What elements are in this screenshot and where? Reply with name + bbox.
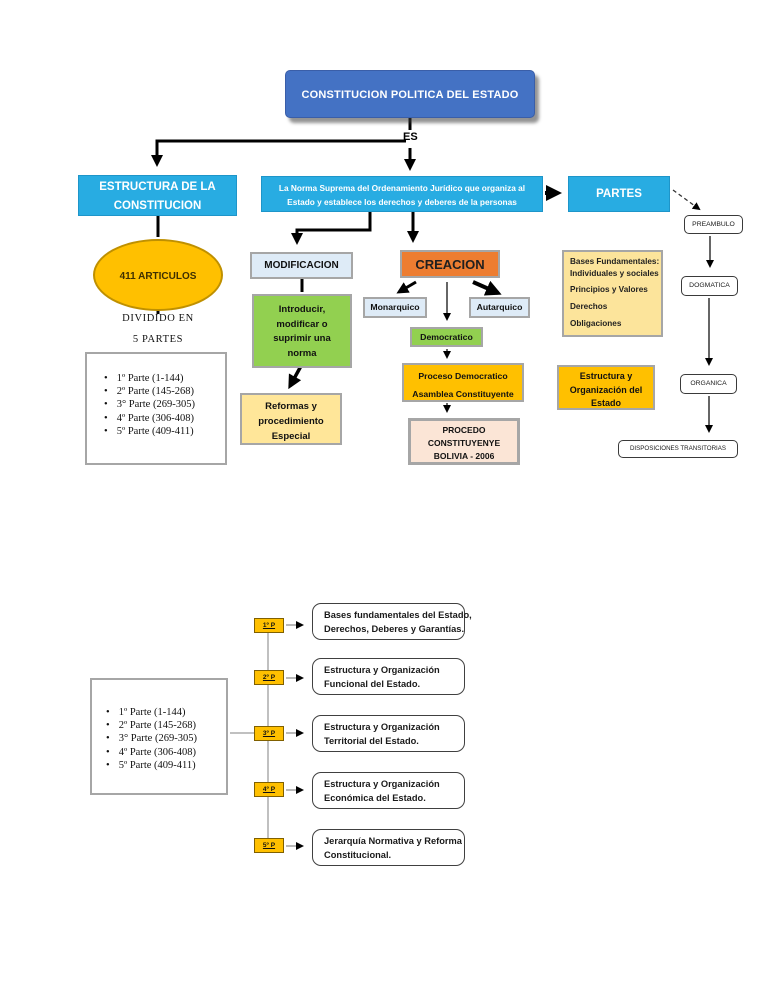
callout-line: Estructura y Organización	[324, 665, 440, 675]
tag-5p: 5º P	[254, 838, 284, 853]
callout-line: Estructura y Organización	[324, 779, 440, 789]
modificacion-box: MODIFICACION	[250, 252, 353, 279]
estructura-org-line2: Organización del	[569, 384, 643, 395]
autarquico-box: Autarquico	[469, 297, 530, 318]
list-item: 5º Parte (409-411)	[104, 425, 225, 438]
norma-line2: Estado y establece los derechos y debere…	[287, 197, 517, 207]
title-box: CONSTITUCION POLITICA DEL ESTADO	[285, 70, 535, 118]
estructura-box: ESTRUCTURA DE LA CONSTITUCION	[78, 175, 237, 216]
norma-suprema-box: La Norma Suprema del Ordenamiento Jurídi…	[261, 176, 543, 212]
disposiciones-transitorias-node: DISPOSICIONES TRANSITORIAS	[618, 440, 738, 458]
callout-line: Jerarquía Normativa y Reforma	[324, 836, 462, 846]
callout-4p: Estructura y Organización Económica del …	[312, 772, 465, 809]
partes-box: PARTES	[568, 176, 670, 212]
callout-line: Estructura y Organización	[324, 722, 440, 732]
estructura-org-line1: Estructura y	[579, 371, 633, 381]
norma-line1: La Norma Suprema del Ordenamiento Jurídi…	[278, 183, 526, 193]
callout-line: Constitucional.	[324, 849, 392, 860]
cinco-partes-label: 5 PARTES	[132, 334, 184, 345]
creacion-box: CREACION	[400, 250, 500, 278]
es-label: ES	[403, 131, 418, 143]
list-item: 2º Parte (145-268)	[104, 385, 225, 398]
bases-line5: Obligaciones	[570, 319, 622, 328]
dogmatica-node: DOGMATICA	[681, 276, 738, 296]
list-item: 2º Parte (145-268)	[106, 719, 226, 732]
tag-1p: 1º P	[254, 618, 284, 633]
bases-line2: Individuales y sociales	[570, 269, 659, 278]
dividido-label: DIVIDIDO EN	[122, 313, 194, 324]
proceso-line2: Asamblea Constituyente	[412, 389, 514, 399]
callout-1p: Bases fundamentales del Estado, Derechos…	[312, 603, 472, 640]
articulos-ellipse: 411 ARTICULOS	[93, 239, 223, 311]
tag-2p: 2º P	[254, 670, 284, 685]
estructura-org-line3: Estado	[590, 398, 621, 408]
list-item: 3° Parte (269-305)	[104, 398, 225, 411]
proceso-line1: Proceso Democratico	[418, 371, 508, 381]
procedo-constituyente-box: PROCEDO CONSTITUYENYE BOLIVIA - 2006	[408, 418, 520, 465]
parts-list-box-bottom: 1º Parte (1-144) 2º Parte (145-268) 3° P…	[90, 678, 228, 795]
parts-list-box-top: 1º Parte (1-144) 2º Parte (145-268) 3° P…	[85, 352, 227, 465]
reformas-box: Reformas y procedimiento Especial	[240, 393, 342, 445]
list-item: 5º Parte (409-411)	[106, 759, 226, 772]
list-item: 4º Parte (306-408)	[104, 412, 225, 425]
preambulo-node: PREAMBULO	[684, 215, 743, 234]
tag-4p: 4º P	[254, 782, 284, 797]
proceso-democratico-box: Proceso Democratico Asamblea Constituyen…	[402, 363, 524, 402]
list-item: 1º Parte (1-144)	[104, 372, 225, 385]
callout-3p: Estructura y Organización Territorial de…	[312, 715, 465, 752]
bases-fundamentales-box: Bases Fundamentales: Individuales y soci…	[562, 250, 663, 337]
monarquico-box: Monarquico	[363, 297, 427, 318]
estructura-line2: CONSTITUCION	[113, 200, 202, 212]
list-item: 3° Parte (269-305)	[106, 732, 226, 745]
procedo-line3: BOLIVIA - 2006	[433, 451, 495, 461]
democratico-box: Democratico	[410, 327, 483, 347]
bases-line1: Bases Fundamentales:	[570, 257, 660, 266]
estructura-organizacion-box: Estructura y Organización del Estado	[557, 365, 655, 410]
callout-line: Económica del Estado.	[324, 792, 426, 803]
callout-line: Funcional del Estado.	[324, 678, 421, 689]
procedo-line1: PROCEDO	[442, 425, 486, 435]
callout-5p: Jerarquía Normativa y Reforma Constituci…	[312, 829, 465, 866]
callout-line: Territorial del Estado.	[324, 735, 419, 746]
callout-2p: Estructura y Organización Funcional del …	[312, 658, 465, 695]
bases-line3: Principios y Valores	[570, 285, 648, 294]
list-item: 1º Parte (1-144)	[106, 706, 226, 719]
introducir-box: Introducir, modificar o suprimir una nor…	[252, 294, 352, 368]
procedo-line2: CONSTITUYENYE	[427, 438, 501, 448]
callout-line: Bases fundamentales del Estado,	[324, 610, 472, 620]
bases-line4: Derechos	[570, 302, 608, 311]
organica-node: ORGANICA	[680, 374, 737, 394]
tag-3p: 3º P	[254, 726, 284, 741]
estructura-line1: ESTRUCTURA DE LA	[99, 181, 216, 193]
list-item: 4º Parte (306-408)	[106, 746, 226, 759]
callout-line: Derechos, Deberes y Garantías.	[324, 623, 465, 634]
